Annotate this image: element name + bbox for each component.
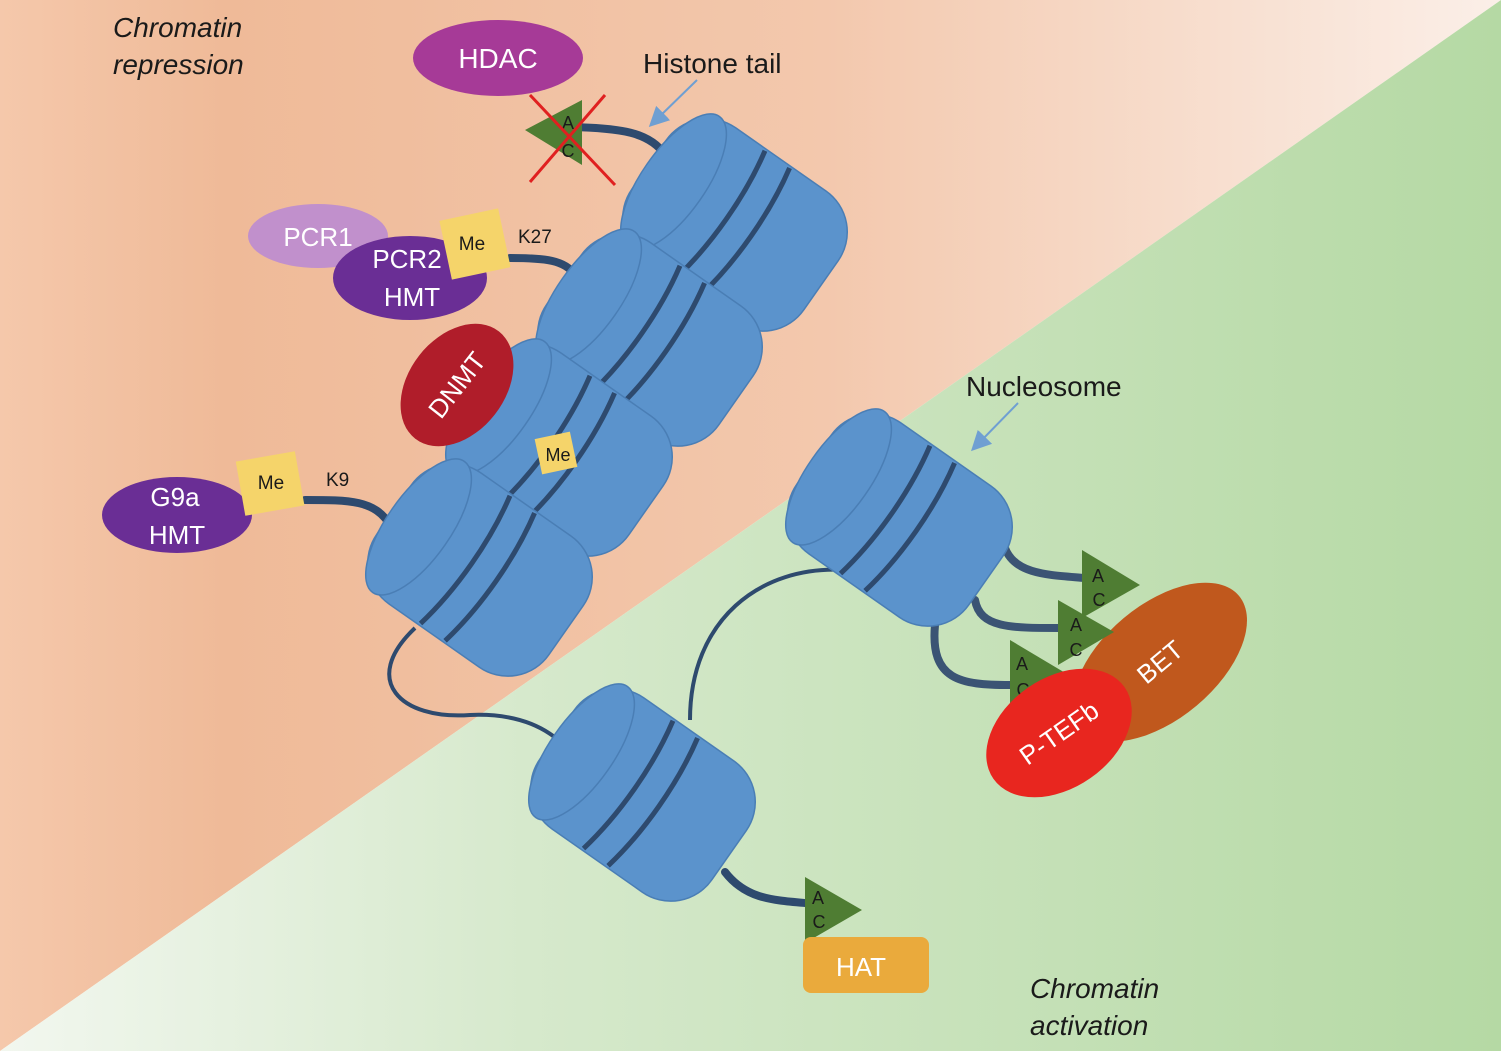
nucleosome-label: Nucleosome xyxy=(966,371,1122,402)
acetyl-mark-label-a: A xyxy=(1016,654,1028,674)
pcr2-label: PCR2 xyxy=(372,244,441,274)
histone-tail xyxy=(1001,544,1089,582)
pcr1-label: PCR1 xyxy=(283,222,352,252)
acetyl-mark-label-a: A xyxy=(1092,566,1104,586)
k27-label: K27 xyxy=(518,227,552,248)
nucleosome xyxy=(784,408,1014,627)
histone-tail-arrow xyxy=(648,79,698,127)
acetyl-mark-label-c: C xyxy=(1093,590,1106,610)
ptefb-protein: P-TEFb xyxy=(986,668,1132,798)
histone-tail xyxy=(721,868,809,907)
methyl-mark xyxy=(439,208,511,280)
histone-tail xyxy=(930,621,1014,689)
repression-label-line1: Chromatin xyxy=(113,12,242,43)
nucleosome-arrow xyxy=(971,402,1019,452)
activation-label-line1: Chromatin xyxy=(1030,973,1159,1004)
cross-icon xyxy=(528,93,617,187)
hdac-label: HDAC xyxy=(458,43,537,74)
methyl-mark-label: Me xyxy=(258,473,284,494)
nucleosome xyxy=(527,683,757,902)
k9-label: K9 xyxy=(326,470,349,491)
acetyl-mark-label-a: A xyxy=(1070,615,1082,635)
acetyl-mark xyxy=(1082,550,1140,618)
acetyl-mark xyxy=(805,877,862,943)
g9a-hmt-enzyme xyxy=(102,477,252,553)
histone-tail-label: Histone tail xyxy=(643,48,782,79)
methyl-mark xyxy=(534,431,578,475)
activation-label-line2: activation xyxy=(1030,1010,1148,1041)
cross-icon xyxy=(528,94,607,183)
nucleosome xyxy=(364,458,594,677)
pcr2-hmt-label: HMT xyxy=(384,282,440,312)
hdac-enzyme xyxy=(413,20,583,96)
methyl-mark-label: Me xyxy=(459,234,485,255)
repression-label-line2: repression xyxy=(113,49,244,80)
methyl-mark xyxy=(235,451,305,516)
acetyl-mark xyxy=(525,100,582,165)
acetyl-mark-label-c: C xyxy=(1070,640,1083,660)
g9a-hmt-label: HMT xyxy=(149,520,205,550)
methyl-mark-label: Me xyxy=(545,445,570,465)
histone-tail xyxy=(971,596,1064,632)
acetyl-mark-label-c: C xyxy=(562,141,575,161)
acetyl-mark-label-c: C xyxy=(813,912,826,932)
hat-label: HAT xyxy=(836,952,886,982)
g9a-label: G9a xyxy=(150,482,200,512)
linker-dna xyxy=(688,567,846,721)
acetyl-mark-label-a: A xyxy=(562,113,574,133)
acetyl-mark xyxy=(1058,600,1114,665)
acetyl-mark-label-a: A xyxy=(812,888,824,908)
hat-enzyme xyxy=(803,937,929,993)
dnmt-enzyme: DNMT xyxy=(400,323,514,447)
